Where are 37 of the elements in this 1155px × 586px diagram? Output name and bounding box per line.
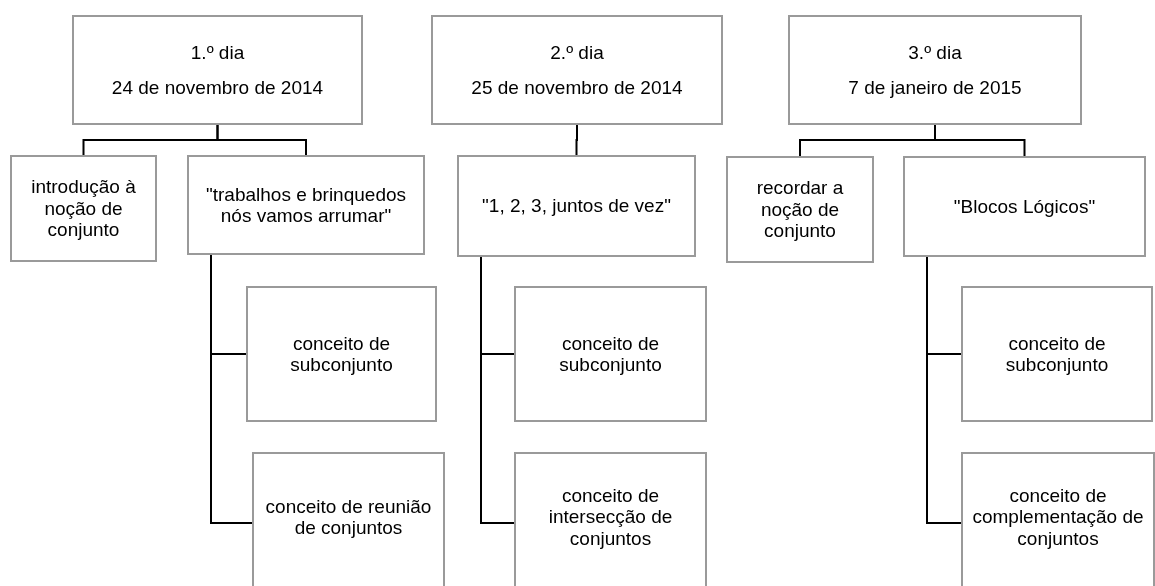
topic-box bbox=[903, 156, 1146, 257]
day-box bbox=[72, 15, 363, 125]
day-heading: 2.º dia bbox=[550, 41, 604, 63]
node-text: introdução à noção de conjunto bbox=[30, 176, 137, 241]
day-heading: 1.º dia bbox=[190, 41, 245, 63]
node-text: conceito de subconjunto bbox=[558, 332, 663, 376]
concept-box bbox=[961, 452, 1155, 586]
node-text: conceito de subconjunto bbox=[1004, 332, 1110, 376]
node-text: conceito de complementação de conjuntos bbox=[971, 484, 1145, 550]
connector-line bbox=[210, 254, 253, 524]
topic-box bbox=[10, 155, 157, 262]
concept-box bbox=[252, 452, 445, 586]
date-text: 24 de novembro de 2014 bbox=[111, 77, 324, 99]
topic-box bbox=[726, 156, 874, 263]
node-text: recordar a noção de conjunto bbox=[755, 177, 845, 242]
day-box bbox=[788, 15, 1082, 125]
date-text: 7 de janeiro de 2015 bbox=[848, 77, 1022, 99]
node-text: conceito de reunião de conjuntos bbox=[264, 495, 433, 539]
connector-line bbox=[926, 256, 962, 524]
connector-line bbox=[480, 256, 515, 524]
node-text: "1, 2, 3, juntos de vez" bbox=[482, 195, 671, 217]
date-text: 25 de novembro de 2014 bbox=[471, 77, 683, 99]
connector-line bbox=[216, 124, 307, 156]
node-text: conceito de intersecção de conjuntos bbox=[547, 484, 674, 550]
topic-box bbox=[187, 155, 425, 255]
topic-box bbox=[961, 286, 1153, 422]
topic-box bbox=[514, 286, 707, 422]
topic-box bbox=[246, 286, 437, 422]
concept-box bbox=[514, 452, 707, 586]
node-text: "trabalhos e brinquedos nós vamos arrumar" bbox=[204, 183, 408, 227]
node-text: conceito de subconjunto bbox=[289, 332, 394, 376]
node-text: "Blocos Lógicos" bbox=[953, 195, 1096, 218]
day-heading: 3.º dia bbox=[908, 41, 962, 63]
topic-box bbox=[457, 155, 696, 257]
connector-line bbox=[934, 124, 1026, 157]
day-box bbox=[431, 15, 723, 125]
connector-line bbox=[575, 124, 578, 156]
